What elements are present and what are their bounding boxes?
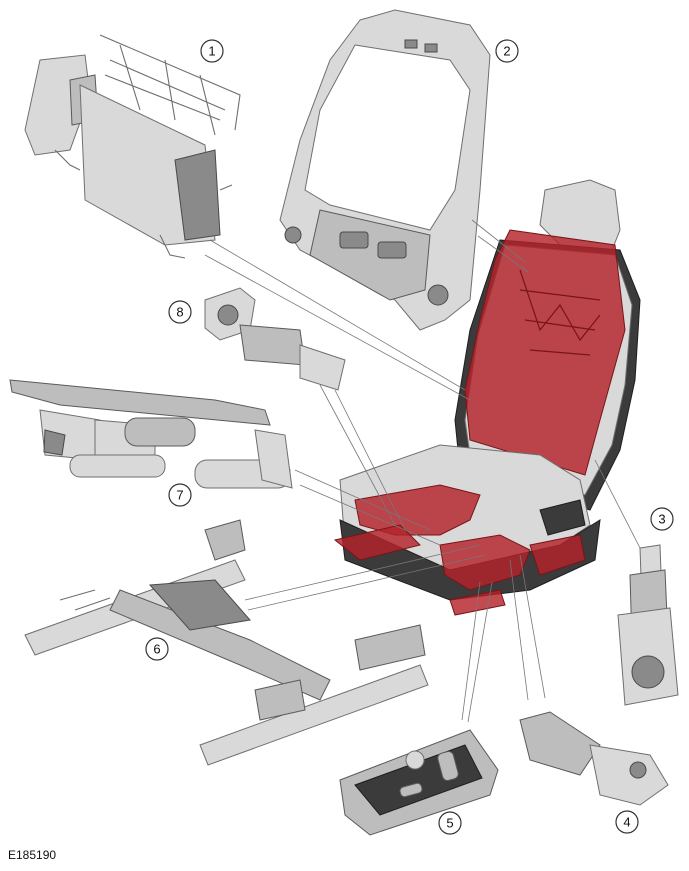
svg-text:1: 1 [208, 44, 215, 59]
svg-text:6: 6 [153, 642, 160, 657]
callout-3: 3 [650, 507, 674, 531]
svg-text:2: 2 [503, 44, 510, 59]
leader-lines [204, 219, 641, 723]
seat-height-motor [519, 711, 669, 806]
callout-2: 2 [495, 39, 519, 63]
lumbar-support-assembly [24, 34, 241, 259]
seat-tracks [24, 519, 429, 766]
seat-motor-8 [204, 287, 346, 391]
seat-back-frame [279, 9, 491, 331]
figure-id-label: E185190 [8, 848, 57, 862]
callout-7: 7 [168, 483, 192, 507]
cushion-tilt-mechanism [9, 379, 293, 489]
svg-text:7: 7 [176, 488, 183, 503]
power-seat [333, 179, 641, 616]
backrest-recline-motor [617, 544, 679, 706]
seat-control-switch [339, 729, 499, 836]
svg-text:4: 4 [623, 815, 630, 830]
callout-6: 6 [145, 637, 169, 661]
callout-1: 1 [200, 39, 224, 63]
svg-text:5: 5 [446, 816, 453, 831]
svg-text:8: 8 [176, 305, 183, 320]
callout-4: 4 [615, 810, 639, 834]
callout-5: 5 [438, 811, 462, 835]
callout-8: 8 [168, 300, 192, 324]
svg-text:3: 3 [658, 512, 665, 527]
